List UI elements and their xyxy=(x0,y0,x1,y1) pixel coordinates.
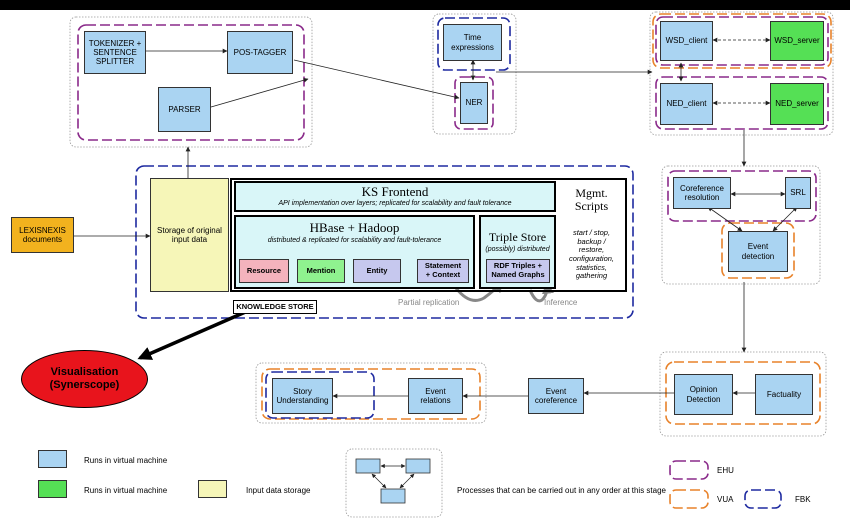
arrow-inference xyxy=(528,281,554,303)
node-pos-tagger: POS-TAGGER xyxy=(227,31,293,74)
ks-frontend-title: KS Frontend xyxy=(361,184,429,199)
legend-label-vua: VUA xyxy=(717,495,734,504)
node-opinion-detection: Opinion Detection xyxy=(674,374,733,415)
node-lexisnexis: LEXISNEXIS documents xyxy=(11,217,74,253)
label-inference: Inference xyxy=(544,298,578,307)
node-ned-server: NED_server xyxy=(770,83,824,125)
legend-swatch-green xyxy=(38,480,67,498)
ks-outer-frame xyxy=(230,178,627,292)
legend-vua xyxy=(669,489,709,509)
arrow-ks-visualisation xyxy=(137,308,251,360)
arrow-coref-event xyxy=(707,206,743,232)
ehu-wsd xyxy=(655,16,829,66)
node-event-relations: Event relations xyxy=(408,378,463,414)
legend-label-fbk: FBK xyxy=(795,495,811,504)
legend-label-green: Runs in virtual machine xyxy=(84,486,168,495)
node-storage: Storage of original input data xyxy=(150,178,229,292)
arrow-srl-event xyxy=(772,206,798,232)
node-event-coreference: Event coreference xyxy=(528,378,584,414)
node-tokenizer: TOKENIZER + SENTENCE SPLITTER xyxy=(84,31,146,74)
vua-event-detection xyxy=(721,222,795,279)
node-story-understanding: Story Understanding xyxy=(272,378,333,414)
node-wsd-client: WSD_client xyxy=(660,21,713,61)
arrow-parser-postagger xyxy=(210,77,309,108)
layer-mention: Mention xyxy=(297,259,345,283)
group-coref xyxy=(661,165,821,285)
node-wsd-server: WSD_server xyxy=(770,21,824,61)
layer-resource: Resource xyxy=(239,259,289,283)
layer-statement: Statement + Context xyxy=(417,259,469,283)
ks-mgmt: Mgmt. Scripts start / stop, backup / res… xyxy=(559,181,624,289)
hbase-subtitle: distributed & replicated for scalability… xyxy=(267,237,442,244)
group-preprocessing xyxy=(69,16,313,148)
vua-story xyxy=(261,368,481,420)
mgmt-subtitle: start / stop, backup / restore, configur… xyxy=(568,228,615,281)
triple-store-subtitle: (possibly) distributed xyxy=(485,246,550,253)
legend-mini-diagram xyxy=(355,458,431,504)
layer-entity: Entity xyxy=(353,259,401,283)
fbk-story xyxy=(265,371,375,419)
node-ned-client: NED_client xyxy=(660,83,713,125)
node-parser: PARSER xyxy=(158,87,211,132)
node-ner: NER xyxy=(460,82,488,124)
legend-label-any-order: Processes that can be carried out in any… xyxy=(457,486,667,495)
group-opinion xyxy=(659,351,827,437)
legend-swatch-yellow xyxy=(198,480,227,498)
group-story xyxy=(255,362,487,424)
node-time-expressions: Time expressions xyxy=(443,24,502,61)
legend-ehu xyxy=(669,460,709,480)
top-black-bar xyxy=(0,0,850,10)
arrow-tokenizer-ner xyxy=(293,59,460,100)
node-factuality: Factuality xyxy=(755,374,813,415)
layer-rdf: RDF Triples + Named Graphs xyxy=(486,259,550,283)
mgmt-title: Mgmt. Scripts xyxy=(574,186,609,214)
fbk-knowledge-store xyxy=(135,165,634,319)
legend-label-ehu: EHU xyxy=(717,466,734,475)
group-wsd-ned xyxy=(649,11,834,136)
ks-frontend-subtitle: API implementation over layers; replicat… xyxy=(278,199,512,207)
legend-label-blue: Runs in virtual machine xyxy=(84,456,168,465)
legend-swatch-blue xyxy=(38,450,67,468)
node-visualisation: Visualisation (Synerscope) xyxy=(21,350,148,408)
legend-fbk xyxy=(744,489,782,509)
knowledge-store-label: KNOWLEDGE STORE xyxy=(233,300,317,314)
legend-label-yellow: Input data storage xyxy=(246,486,311,495)
node-coreference-resolution: Coreference resolution xyxy=(673,177,731,209)
hbase-title: HBase + Hadoop xyxy=(309,220,400,235)
ks-frontend: KS Frontend API implementation over laye… xyxy=(234,181,556,212)
node-srl: SRL xyxy=(785,177,811,209)
node-event-detection: Event detection xyxy=(728,231,788,272)
label-partial-replication: Partial replication xyxy=(398,298,460,307)
ehu-ned xyxy=(655,76,829,130)
triple-store-title: Triple Store xyxy=(488,230,547,244)
legend-any-order-frame xyxy=(345,448,443,518)
